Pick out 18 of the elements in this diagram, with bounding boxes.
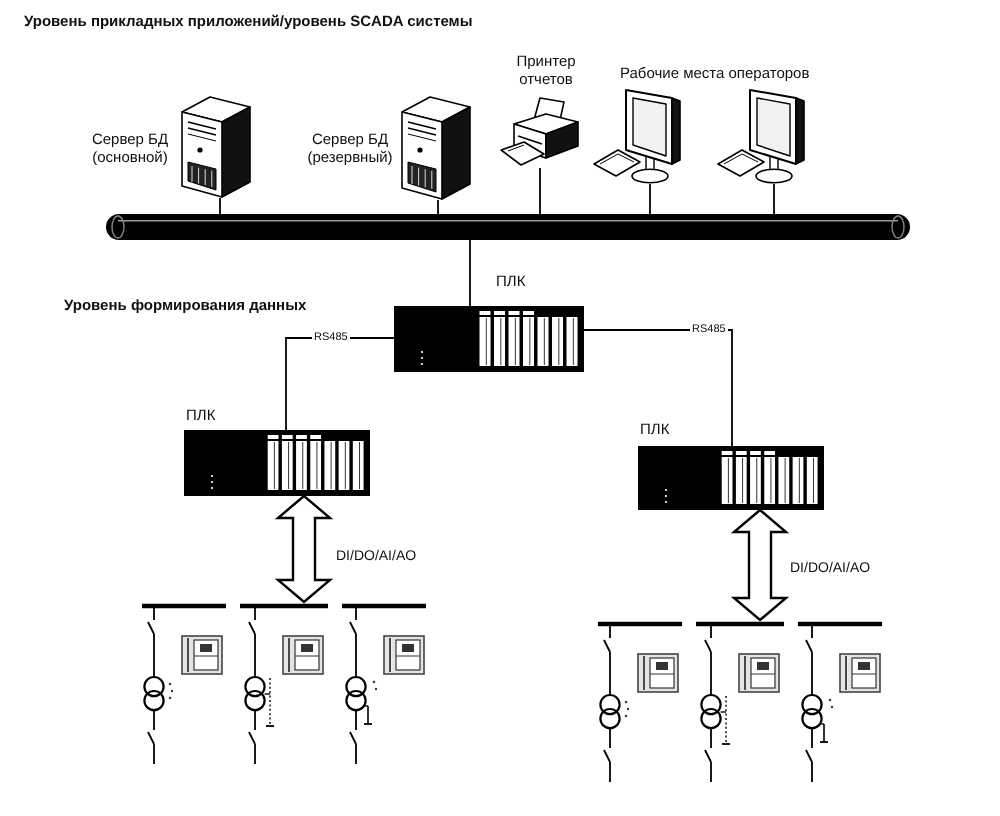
plc-rack-drawing bbox=[184, 430, 370, 496]
connector-line bbox=[539, 167, 541, 215]
plc-rack-drawing bbox=[638, 446, 824, 510]
connector-line bbox=[219, 197, 221, 215]
connector-line bbox=[649, 183, 651, 215]
substation-feeders-drawing bbox=[592, 620, 888, 784]
double-headed-block-arrow bbox=[274, 494, 334, 604]
printer-icon bbox=[500, 96, 580, 168]
connector-line bbox=[469, 239, 471, 307]
connector-line bbox=[583, 329, 733, 447]
server-tower-icon bbox=[180, 94, 252, 198]
connector-line bbox=[437, 199, 439, 215]
plc-rack-drawing bbox=[394, 306, 584, 372]
connector-line bbox=[773, 183, 775, 215]
substation-feeders-drawing bbox=[136, 602, 432, 766]
server-tower-icon bbox=[400, 94, 472, 200]
double-headed-block-arrow bbox=[730, 508, 790, 622]
network-bus bbox=[106, 214, 910, 240]
